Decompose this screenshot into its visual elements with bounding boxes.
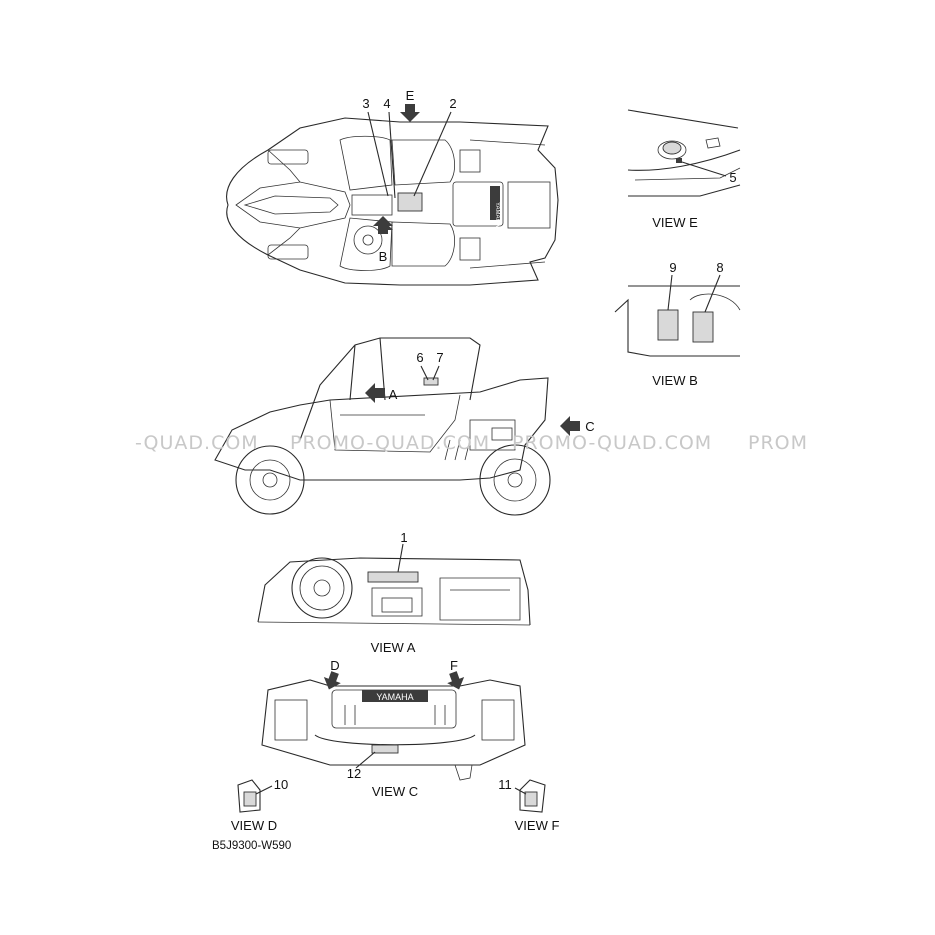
view-f-detail: 11 VIEW F (498, 777, 559, 833)
callout-11: 11 (498, 777, 512, 792)
view-f-label: VIEW F (515, 818, 560, 833)
arrow-up-icon-b (378, 220, 393, 230)
top-view-callouts: 3 4 E 2 B (362, 88, 456, 264)
leader-4 (388, 111, 396, 199)
view-pointer-b: B (379, 249, 388, 264)
front-wheel (235, 445, 305, 515)
watermark-2: PROMO-QUAD.COM (290, 432, 490, 454)
leader-12 (355, 751, 376, 769)
callout-5: 5 (729, 170, 736, 185)
view-a-label: VIEW A (371, 640, 416, 655)
label-9-block (657, 309, 679, 341)
drawing-code: B5J9300-W590 (212, 840, 291, 852)
leader-3 (367, 111, 389, 197)
arrow-left-icon-c (560, 416, 580, 436)
callout-8: 8 (716, 260, 723, 275)
view-pointer-a: A (389, 387, 398, 402)
view-a-dashboard: 1 VIEW A (257, 530, 531, 655)
label-12-block (371, 744, 399, 754)
leader-11 (514, 787, 527, 795)
top-view-vehicle: YAMAHA (226, 117, 559, 286)
view-b-detail: 9 8 VIEW B (614, 260, 741, 388)
arrow-left-icon-a (365, 383, 385, 403)
label-10-block (243, 791, 257, 807)
watermark-4: PROM (748, 432, 808, 454)
callout-10: 10 (274, 777, 288, 792)
arrow-up-icon (373, 216, 393, 234)
side-view-vehicle (214, 337, 551, 516)
callout-2: 2 (449, 96, 456, 111)
callout-12: 12 (347, 766, 361, 781)
view-pointer-f: F (450, 658, 458, 673)
view-d-label: VIEW D (231, 818, 277, 833)
view-e-label: VIEW E (652, 215, 698, 230)
view-d-detail: 10 VIEW D (231, 777, 288, 833)
view-pointer-e: E (406, 88, 415, 103)
side-view-callouts: 6 7 A C (365, 350, 595, 436)
view-c-label: VIEW C (372, 784, 418, 799)
view-pointer-c: C (585, 419, 594, 434)
watermark-3: PROMO-QUAD.COM (512, 432, 712, 454)
arrow-down-icon (400, 104, 420, 122)
leader-1 (397, 543, 404, 573)
view-c-emblem: YAMAHA (376, 692, 413, 702)
leader-9 (667, 274, 673, 311)
arrow-down-icon-f (447, 671, 465, 690)
callout-7: 7 (436, 350, 443, 365)
view-b-label: VIEW B (652, 373, 698, 388)
view-pointer-d: D (330, 658, 339, 673)
top-view-emblem: YAMAHA (494, 202, 500, 227)
arrow-down-icon-d (323, 671, 341, 690)
callout-9: 9 (669, 260, 676, 275)
callout-1: 1 (400, 530, 407, 545)
callout-6: 6 (416, 350, 423, 365)
leader-6 (420, 365, 429, 381)
steering-wheel (291, 557, 353, 619)
watermark-1: -QUAD.COM (135, 432, 259, 454)
leader-2 (413, 111, 452, 197)
label-8-block (692, 311, 714, 343)
label-11-block (524, 791, 538, 807)
leader-5 (681, 161, 727, 177)
callout-4: 4 (383, 96, 390, 111)
leader-10 (255, 785, 273, 795)
view-c-rear: YAMAHA 12 D F VIEW C (261, 658, 526, 799)
watermark-row: -QUAD.COM PROMO-QUAD.COM PROMO-QUAD.COM … (135, 432, 808, 454)
callout-3: 3 (362, 96, 369, 111)
rear-wheel (479, 444, 551, 516)
leader-7 (432, 365, 440, 381)
leader-8 (704, 274, 721, 313)
view-e-detail: 5 VIEW E (627, 109, 741, 230)
label-1-block (367, 571, 419, 583)
